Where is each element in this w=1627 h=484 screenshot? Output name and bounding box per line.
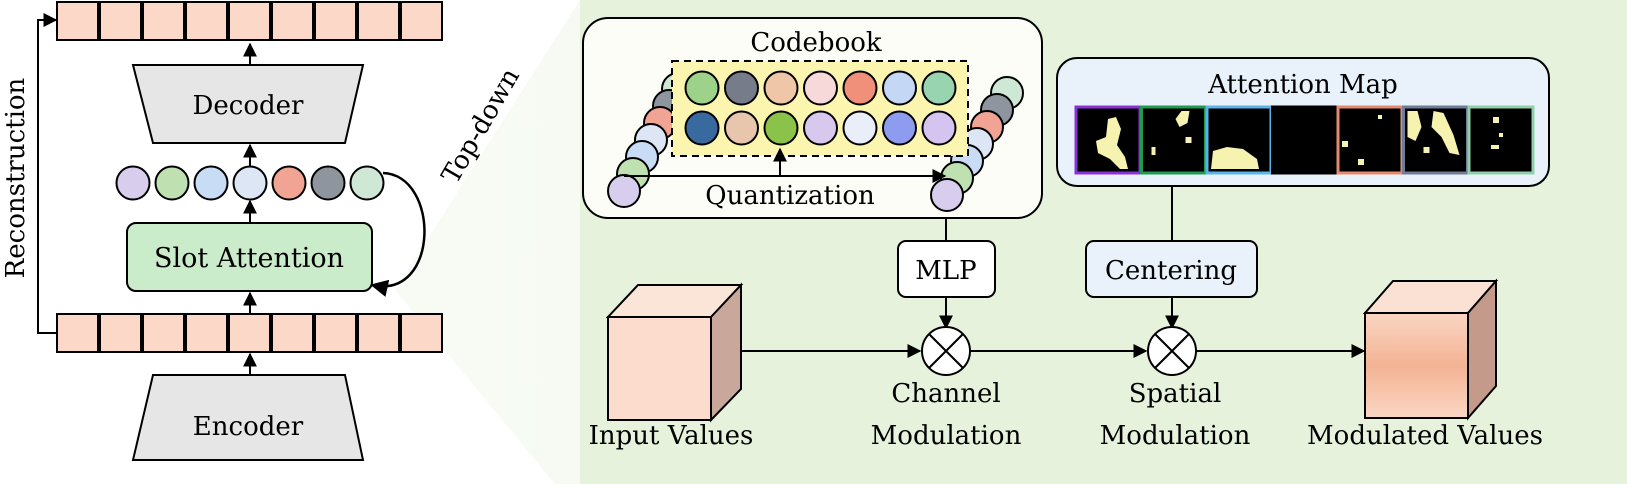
- codebook-entry: [803, 110, 838, 146]
- codebook-entry: [882, 110, 917, 146]
- codebook-entry: [921, 110, 957, 146]
- slot-circle: [271, 165, 307, 201]
- modulated-values-cube: [1362, 278, 1499, 421]
- codebook-entry: [684, 110, 720, 146]
- reconstructed-token: [99, 1, 142, 41]
- input-feature-tokens: [56, 313, 443, 353]
- slot-circle: [154, 165, 190, 201]
- slot-circle: [193, 165, 229, 201]
- codebook-entry: [724, 70, 759, 106]
- reconstructed-token: [185, 1, 228, 41]
- codebook-entry: [724, 110, 759, 146]
- modulated-values-label: Modulated Values: [1307, 421, 1543, 451]
- decoder-block: [131, 64, 365, 144]
- attention-mask: [1271, 105, 1338, 175]
- iteration-loop-arrow: [370, 171, 426, 297]
- attention-map-title: Attention Map: [1207, 70, 1398, 100]
- codebook-entry: [607, 174, 641, 208]
- codebook-entry: [930, 178, 964, 212]
- reconstruction-arrow: [37, 13, 58, 334]
- reconstruction-label: Reconstruction: [1, 77, 31, 278]
- centering-label: Centering: [1105, 256, 1237, 286]
- reconstructed-token: [314, 1, 357, 41]
- codebook-entry: [842, 70, 878, 106]
- codebook-entry: [684, 70, 720, 106]
- channel-multiply-node: [921, 326, 971, 376]
- slot-circle: [232, 165, 268, 201]
- reconstructed-feature-tokens: [56, 1, 443, 41]
- input-token: [314, 313, 357, 353]
- quantization-label: Quantization: [705, 181, 875, 211]
- codebook-entry: [842, 110, 878, 146]
- slot-attention-label: Slot Attention: [154, 243, 344, 274]
- input-values-label: Input Values: [589, 421, 754, 451]
- channel-modulation-line2: Modulation: [871, 421, 1022, 451]
- input-values-cube: [605, 282, 744, 423]
- input-token: [99, 313, 142, 353]
- attention-mask: [1205, 105, 1273, 175]
- reconstructed-token: [228, 1, 271, 41]
- codebook-title: Codebook: [750, 28, 882, 58]
- attention-mask: [1074, 105, 1142, 175]
- encoder-label: Encoder: [193, 412, 304, 442]
- input-token: [142, 313, 185, 353]
- input-token: [185, 313, 228, 353]
- slot-circle: [115, 165, 151, 201]
- attention-mask: [1402, 105, 1469, 175]
- input-token: [271, 313, 314, 353]
- reconstructed-token: [142, 1, 185, 41]
- decoder-label: Decoder: [193, 91, 304, 121]
- codebook-entry: [882, 70, 917, 106]
- reconstructed-token: [400, 1, 443, 41]
- input-token: [56, 313, 99, 353]
- channel-modulation-line1: Channel: [891, 379, 1000, 409]
- codebook-entry: [803, 70, 838, 106]
- slot-circle: [310, 165, 346, 201]
- reconstructed-token: [56, 1, 99, 41]
- input-token: [357, 313, 400, 353]
- reconstructed-token: [271, 1, 314, 41]
- input-token: [400, 313, 443, 353]
- attention-mask: [1467, 105, 1535, 175]
- mlp-label: MLP: [915, 256, 976, 286]
- spatial-modulation-line1: Spatial: [1129, 379, 1222, 409]
- spatial-modulation-line2: Modulation: [1100, 421, 1251, 451]
- codebook-entry: [921, 70, 957, 106]
- slot-row: [115, 165, 385, 201]
- reconstructed-token: [357, 1, 400, 41]
- codebook-row-1: [684, 70, 957, 106]
- codebook-entry: [763, 70, 799, 106]
- attention-mask: [1140, 105, 1207, 175]
- input-token: [228, 313, 271, 353]
- attention-mask-row: [1074, 105, 1535, 175]
- codebook-row-2: [684, 110, 957, 146]
- spatial-multiply-node: [1147, 326, 1197, 376]
- slot-circle: [349, 165, 385, 201]
- attention-mask: [1336, 105, 1404, 175]
- encoder-block: [131, 374, 365, 461]
- codebook-entry: [763, 110, 799, 146]
